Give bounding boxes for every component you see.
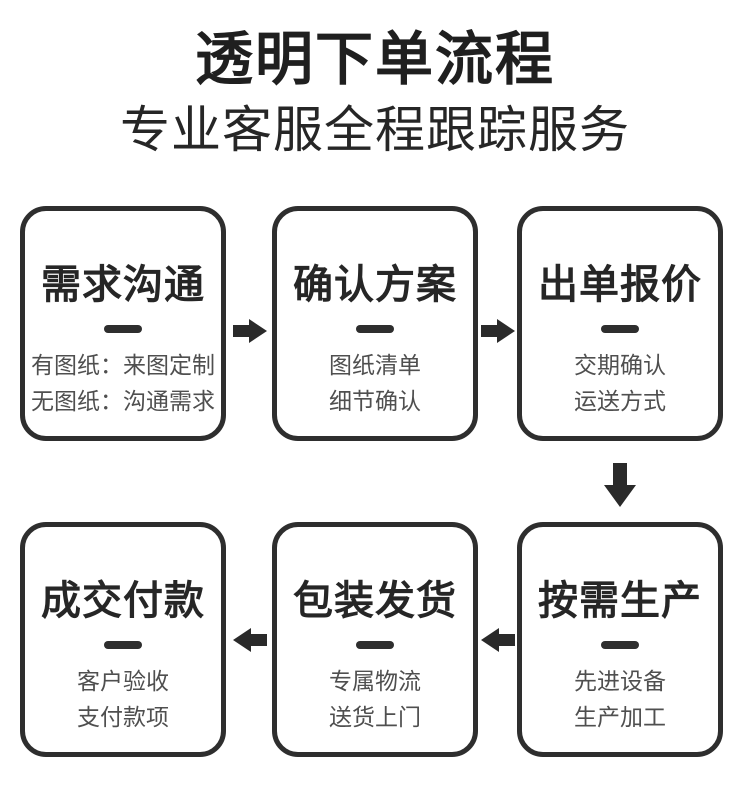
arrow-left-icon bbox=[481, 628, 515, 652]
arrow-left-icon bbox=[233, 628, 267, 652]
divider-dash bbox=[601, 641, 639, 649]
page-title: 透明下单流程 bbox=[194, 27, 555, 92]
header: 透明下单流程 专业客服全程跟踪服务 bbox=[0, 0, 750, 160]
step-detail: 运送方式 bbox=[574, 388, 666, 414]
step-detail: 送货上门 bbox=[329, 704, 421, 730]
arrow-down-icon bbox=[604, 463, 636, 507]
step-detail: 图纸清单 bbox=[329, 352, 421, 378]
step-title: 按需生产 bbox=[538, 579, 702, 623]
divider-dash bbox=[356, 641, 394, 649]
step-box-on-demand-production: 按需生产 先进设备 生产加工 bbox=[517, 522, 723, 757]
page-subtitle: 专业客服全程跟踪服务 bbox=[120, 102, 630, 158]
step-detail: 有图纸：来图定制 bbox=[31, 352, 215, 378]
step-box-deal-payment: 成交付款 客户验收 支付款项 bbox=[20, 522, 226, 757]
step-detail: 生产加工 bbox=[574, 704, 666, 730]
step-title: 成交付款 bbox=[41, 579, 205, 623]
step-detail: 细节确认 bbox=[329, 388, 421, 414]
divider-dash bbox=[104, 641, 142, 649]
divider-dash bbox=[356, 325, 394, 333]
step-box-confirm-plan: 确认方案 图纸清单 细节确认 bbox=[272, 206, 478, 441]
step-box-pack-and-ship: 包装发货 专属物流 送货上门 bbox=[272, 522, 478, 757]
step-detail: 先进设备 bbox=[574, 668, 666, 694]
step-detail: 交期确认 bbox=[574, 352, 666, 378]
step-detail: 支付款项 bbox=[77, 704, 169, 730]
step-detail: 客户验收 bbox=[77, 668, 169, 694]
step-title: 出单报价 bbox=[538, 263, 702, 307]
step-box-issue-quote: 出单报价 交期确认 运送方式 bbox=[517, 206, 723, 441]
arrow-right-icon bbox=[233, 319, 267, 343]
divider-dash bbox=[601, 325, 639, 333]
step-detail: 无图纸：沟通需求 bbox=[31, 388, 215, 414]
divider-dash bbox=[104, 325, 142, 333]
arrow-right-icon bbox=[481, 319, 515, 343]
step-box-demand-communication: 需求沟通 有图纸：来图定制 无图纸：沟通需求 bbox=[20, 206, 226, 441]
step-title: 需求沟通 bbox=[41, 263, 205, 307]
step-title: 确认方案 bbox=[293, 263, 457, 307]
step-title: 包装发货 bbox=[293, 579, 457, 623]
step-detail: 专属物流 bbox=[329, 668, 421, 694]
